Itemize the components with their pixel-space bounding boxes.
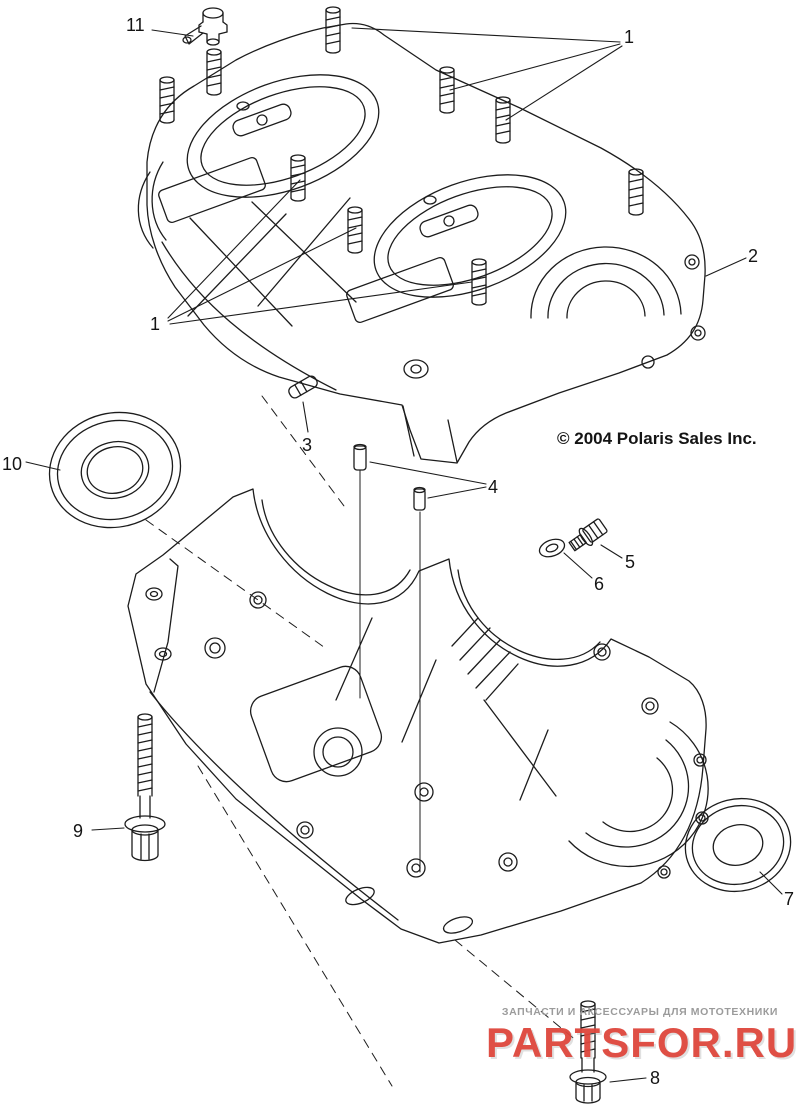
dowel-pins-part-4 xyxy=(353,443,426,511)
watermark-brand-logo: PARTSFOR.RU xyxy=(486,1019,798,1066)
callout-ref-9: 9 xyxy=(73,821,84,841)
alignment-lines xyxy=(145,395,579,1087)
callout-ref-3: 3 xyxy=(302,435,313,455)
flange-bolt-part-8 xyxy=(569,1000,607,1104)
callout-ref-2: 2 xyxy=(748,246,759,266)
callout-ref-1-left: 1 xyxy=(150,314,161,334)
callout-ref-7: 7 xyxy=(784,889,795,909)
grease-fitting-part-11 xyxy=(182,7,228,46)
callout-ref-1-top: 1 xyxy=(624,27,635,47)
callout-ref-6: 6 xyxy=(594,574,605,594)
callout-leader-lines xyxy=(25,27,783,1083)
washer-part-6 xyxy=(538,538,566,558)
flange-bolt-part-9 xyxy=(124,713,166,862)
callout-ref-5: 5 xyxy=(625,552,636,572)
callout-ref-10: 10 xyxy=(2,454,23,474)
callout-ref-11: 11 xyxy=(126,15,145,35)
dowel-pin-part-3 xyxy=(288,375,318,399)
watermark-tagline: ЗАПЧАСТИ И АКСЕССУАРЫ ДЛЯ МОТОТЕХНИКИ xyxy=(501,1006,779,1018)
oil-seal-part-7 xyxy=(684,797,792,893)
copyright-notice: © 2004 Polaris Sales Inc. xyxy=(557,429,757,448)
callout-ref-8: 8 xyxy=(650,1068,661,1088)
callout-ref-4: 4 xyxy=(488,477,499,497)
flange-bolt-part-5 xyxy=(568,518,608,552)
oil-seal-part-10 xyxy=(48,411,182,529)
upper-crankcase-half xyxy=(137,6,706,464)
